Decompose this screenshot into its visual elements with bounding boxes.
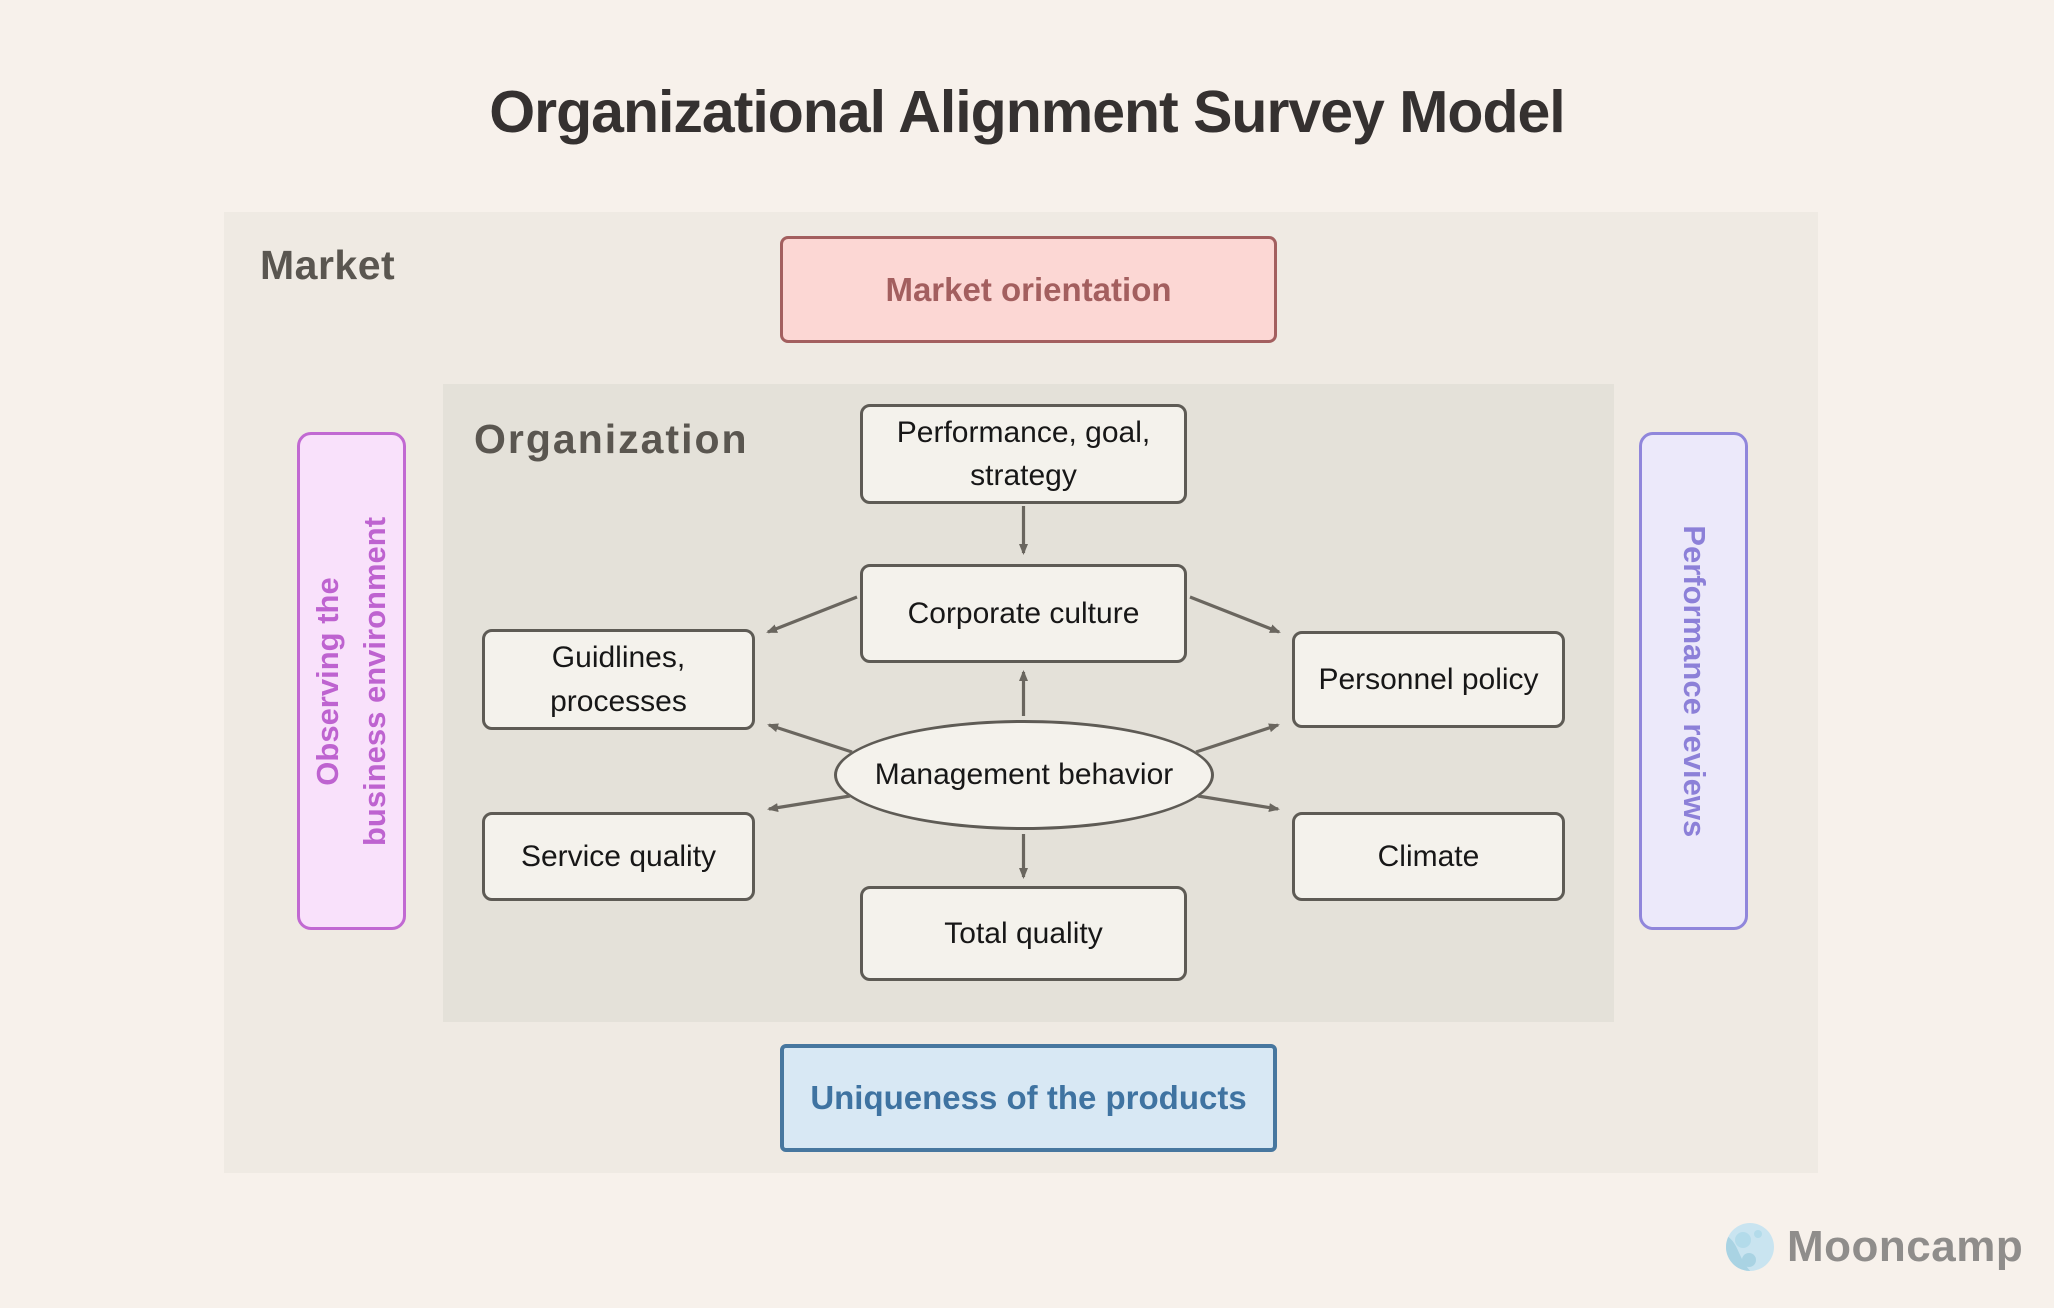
page-title: Organizational Alignment Survey Model — [489, 79, 1565, 145]
market-region-label: Market — [260, 242, 396, 288]
mooncamp-logo-text: Mooncamp — [1787, 1222, 2024, 1271]
node-performance-goal-strategy: Performance, goal, strategy — [860, 404, 1187, 504]
uniqueness-of-products-box: Uniqueness of the products — [780, 1044, 1277, 1152]
organization-region-label: Organization — [474, 416, 749, 462]
node-total-quality: Total quality — [860, 886, 1187, 981]
performance-reviews-label: Performance reviews — [1676, 525, 1712, 837]
market-orientation-box: Market orientation — [780, 236, 1277, 343]
node-corporate-culture: Corporate culture — [860, 564, 1187, 663]
node-climate: Climate — [1292, 812, 1565, 901]
mooncamp-logo: Mooncamp — [1725, 1222, 2023, 1272]
node-guidelines-processes: Guidlines, processes — [482, 629, 755, 730]
uniqueness-of-products-label: Uniqueness of the products — [810, 1079, 1247, 1116]
moon-icon — [1726, 1223, 1774, 1271]
observing-environment-box: Observing the business environment — [297, 432, 406, 930]
market-orientation-label: Market orientation — [885, 270, 1172, 308]
node-service-quality: Service quality — [482, 812, 755, 901]
node-management-behavior: Management behavior — [834, 720, 1214, 830]
observing-environment-label: Observing the business environment — [310, 516, 392, 846]
node-personnel-policy: Personnel policy — [1292, 631, 1565, 728]
performance-reviews-box: Performance reviews — [1639, 432, 1748, 930]
